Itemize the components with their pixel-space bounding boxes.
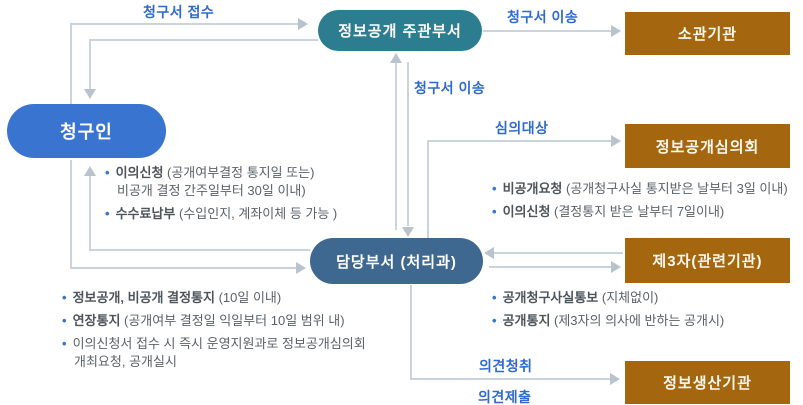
edge-label-receipt: 청구서 접수 (143, 4, 215, 20)
arrowhead-icon (484, 247, 494, 259)
edge-producer-line-h (410, 378, 610, 380)
edge-producer-line-v (410, 285, 412, 380)
bullet-icon: • (492, 204, 497, 219)
note-item: • 이의신청 (결정통지 받은 날부터 7일이내) (492, 204, 725, 219)
node-agency-label: 소관기관 (677, 26, 738, 43)
notes-committee: • 비공개요청 (공개청구사실 통지받은 날부터 3일 이내) • 이의신청 (… (492, 180, 788, 226)
edge-review-line-h (427, 140, 611, 142)
arrowhead-icon (611, 25, 621, 37)
arrowhead-icon (402, 227, 414, 237)
bullet-icon: • (62, 290, 67, 305)
node-charge-dept: 담당부서 (처리과) (310, 238, 483, 284)
arrowhead-icon (611, 135, 621, 147)
note-item: • 연장통지 (공개여부 결정일 익일부터 10일 범위 내) (62, 313, 345, 328)
note-item: • 공개통지 (제3자의 의사에 반하는 공개시) (492, 313, 725, 328)
edge-label-hearing: 의견청취 (479, 358, 533, 374)
arrowhead-icon (296, 262, 306, 274)
edge-receipt-line-h (70, 23, 298, 25)
arrowhead-icon (84, 166, 96, 176)
edge-req-charge-line-h (70, 267, 296, 269)
note-item: 비공개 결정 간주일부터 30일 이내) (117, 183, 306, 198)
bullet-icon: • (492, 290, 497, 305)
edge-agency-line (483, 30, 611, 32)
edge-charge-req-line-v (89, 176, 91, 251)
note-item: • 이의신청서 접수 시 즉시 운영지원과로 정보공개심의회 (62, 336, 366, 351)
note-item: • 정보공개, 비공개 결정통지 (10일 이내) (62, 290, 282, 305)
note-item: 개최요청, 공개실시 (74, 354, 177, 369)
edge-return-line-h (89, 39, 318, 41)
notes-charge-dept: • 정보공개, 비공개 결정통지 (10일 이내) • 연장통지 (공개여부 결… (62, 289, 366, 376)
edge-req-charge-line-v (70, 160, 72, 269)
bullet-icon: • (492, 313, 497, 328)
bullet-icon: • (62, 336, 67, 351)
node-lead-dept-label: 정보공개 주관부서 (338, 23, 462, 40)
edge-mid-down-line (407, 62, 409, 226)
note-item: • 비공개요청 (공개청구사실 통지받은 날부터 3일 이내) (492, 181, 788, 196)
edge-mid-up-line (395, 62, 397, 230)
edge-review-line-v (427, 140, 429, 238)
bullet-icon: • (105, 165, 110, 180)
bullet-icon: • (105, 206, 110, 221)
edge-label-submit: 의견제출 (478, 389, 532, 405)
arrowhead-icon (84, 89, 96, 99)
node-producer: 정보생산기관 (625, 361, 790, 404)
notes-requester: • 이의신청 (공개여부결정 통지일 또는) 비공개 결정 간주일부터 30일 … (105, 164, 337, 228)
edge-return-line-v (89, 39, 91, 89)
node-agency: 소관기관 (625, 12, 790, 55)
notes-third-party: • 공개청구사실통보 (지체없이) • 공개통지 (제3자의 의사에 반하는 공… (492, 289, 724, 335)
arrowhead-icon (298, 18, 308, 30)
note-item: • 이의신청 (공개여부결정 통지일 또는) (105, 165, 315, 180)
node-committee-label: 정보공개심의회 (655, 138, 760, 156)
node-requester-label: 청구인 (60, 122, 113, 142)
node-third-party: 제3자(관련기관) (625, 238, 790, 283)
edge-third-right-line (489, 266, 611, 268)
node-lead-dept: 정보공개 주관부서 (318, 10, 482, 51)
node-committee: 정보공개심의회 (625, 124, 790, 168)
bullet-icon: • (62, 313, 67, 328)
node-requester: 청구인 (7, 104, 166, 158)
edge-label-review: 심의대상 (495, 120, 549, 136)
note-item: • 수수료납부 (수입인지, 계좌이체 등 가능 ) (105, 206, 338, 221)
node-producer-label: 정보생산기관 (663, 375, 752, 392)
arrowhead-icon (611, 261, 621, 273)
edge-receipt-line-v (70, 23, 72, 105)
arrowhead-icon (610, 373, 620, 385)
edge-charge-req-line-h (89, 249, 310, 251)
node-third-party-label: 제3자(관련기관) (652, 253, 763, 270)
bullet-icon: • (492, 181, 497, 196)
note-item: • 공개청구사실통보 (지체없이) (492, 290, 659, 305)
edge-third-left-line (493, 252, 623, 254)
edge-label-transfer-agency: 청구서 이송 (507, 9, 579, 25)
arrowhead-icon (390, 53, 402, 63)
node-charge-dept-label: 담당부서 (처리과) (336, 253, 457, 271)
edge-label-transfer-mid: 청구서 이송 (414, 80, 486, 96)
